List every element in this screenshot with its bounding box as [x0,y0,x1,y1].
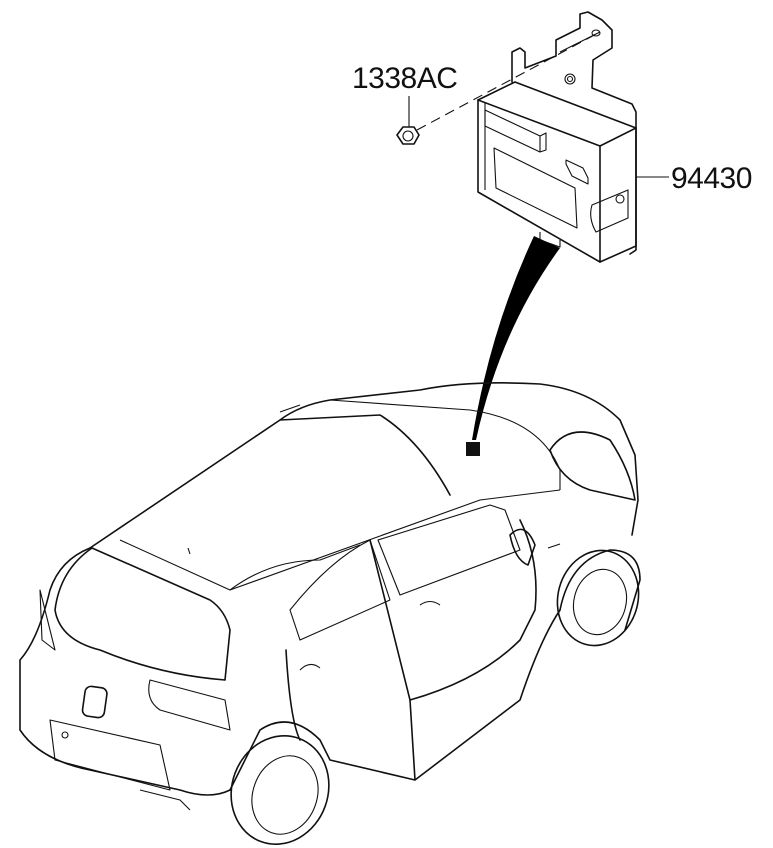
module-location-marker [466,442,480,456]
vehicle-illustration [19,382,641,846]
callout-label-1338AC: 1338AC [352,62,458,95]
nut-1338AC [396,96,420,145]
module-94430 [416,11,637,263]
location-pointer [472,236,560,440]
callout-label-94430: 94430 [671,162,752,195]
